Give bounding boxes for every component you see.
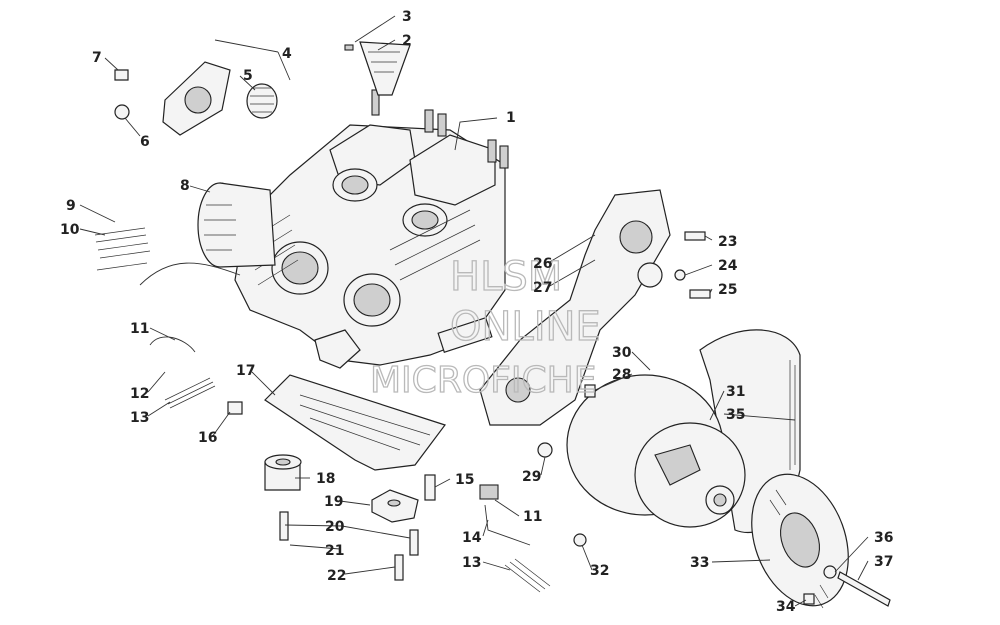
callout-14: 14 — [462, 530, 482, 546]
callout-21: 21 — [325, 543, 344, 559]
callout-25: 25 — [718, 282, 737, 298]
callout-26: 26 — [533, 256, 552, 272]
fasteners — [94, 44, 891, 607]
callout-22: 22 — [327, 568, 346, 584]
callout-11a: 11 — [130, 321, 149, 337]
callout-10: 10 — [60, 222, 80, 238]
engine-mounts — [264, 454, 419, 523]
callout-9: 9 — [66, 198, 76, 214]
callout-31: 31 — [726, 384, 745, 400]
callout-15: 15 — [455, 472, 474, 488]
intake-boot-plate — [162, 61, 278, 136]
callout-6: 6 — [140, 134, 150, 150]
callout-5: 5 — [243, 68, 253, 84]
callout-33: 33 — [690, 555, 709, 571]
callout-24: 24 — [718, 258, 738, 274]
drive-clutch — [566, 374, 746, 528]
starter-handle — [359, 41, 411, 96]
callout-20: 20 — [325, 519, 345, 535]
callout-32: 32 — [590, 563, 609, 579]
watermark-line-1: HLSM — [450, 254, 562, 300]
callout-13b: 13 — [462, 555, 481, 571]
watermark-line-3: MICROFICHE — [370, 360, 596, 401]
callout-19: 19 — [324, 494, 343, 510]
callout-16: 16 — [198, 430, 217, 446]
callout-28: 28 — [612, 367, 631, 383]
callout-35: 35 — [726, 407, 745, 423]
callout-4: 4 — [282, 46, 292, 62]
engine-assembly — [234, 89, 509, 369]
callout-13a: 13 — [130, 410, 149, 426]
callout-7: 7 — [92, 50, 102, 66]
callout-23: 23 — [718, 234, 737, 250]
watermark-line-2: ONLINE — [450, 304, 601, 350]
callout-27: 27 — [533, 280, 552, 296]
callout-11b: 11 — [523, 509, 542, 525]
callout-labels: 1 2 3 4 5 6 7 8 9 10 11 12 13 16 17 18 1… — [60, 9, 893, 615]
watermark: HLSM ONLINE MICROFICHE — [369, 253, 601, 401]
callout-18: 18 — [316, 471, 335, 487]
callout-37: 37 — [874, 554, 893, 570]
recoil-starter — [139, 182, 276, 286]
callout-12: 12 — [130, 386, 149, 402]
engine-mount-plate — [264, 374, 446, 471]
callout-2: 2 — [402, 33, 412, 49]
leader-lines — [79, 15, 869, 607]
callout-36: 36 — [874, 530, 893, 546]
callout-1: 1 — [506, 110, 516, 126]
callout-34: 34 — [776, 599, 796, 615]
callout-3: 3 — [402, 9, 412, 25]
callout-30: 30 — [612, 345, 632, 361]
callout-29: 29 — [522, 469, 541, 485]
callout-8: 8 — [180, 178, 190, 194]
callout-17: 17 — [236, 363, 255, 379]
chaincase-plate — [479, 189, 671, 426]
